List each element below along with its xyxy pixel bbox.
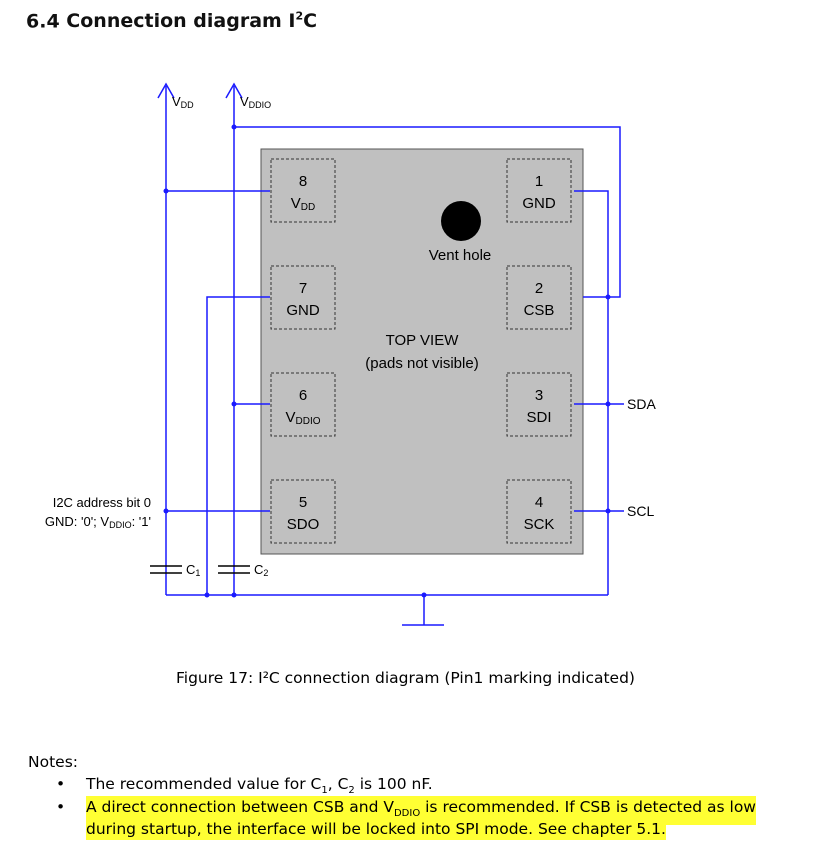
sda-label: SDA xyxy=(627,396,656,412)
pin-8-number: 8 xyxy=(299,173,307,190)
pin-5-number: 5 xyxy=(299,494,307,511)
pad-3 xyxy=(506,372,572,437)
pin-3-name: SDI xyxy=(526,409,551,426)
connection-diagram: Vent hole TOP VIEW (pads not visible) 8 … xyxy=(45,82,656,626)
pad-2 xyxy=(506,265,572,330)
pad-8 xyxy=(270,158,336,223)
pad-6 xyxy=(270,372,336,437)
note-1-sub-2: 2 xyxy=(348,785,355,797)
c1-label: C1 xyxy=(186,562,200,578)
pin-1-number: 1 xyxy=(535,173,543,190)
note-2-line-1-sub: DDIO xyxy=(393,808,421,820)
wiring xyxy=(150,82,624,626)
note-1-part-a: The recommended value for C xyxy=(86,775,322,793)
note-1-bullet: • xyxy=(56,775,66,793)
note-1-text: The recommended value for C1, C2 is 100 … xyxy=(86,773,433,802)
pin-8-name: VDD xyxy=(291,195,315,213)
junction-dots xyxy=(163,124,611,598)
section-heading: 6.4 Connection diagram I2C xyxy=(26,10,317,32)
pin-7-number: 7 xyxy=(299,280,307,297)
vent-hole-label: Vent hole xyxy=(429,247,492,264)
section-title-text: Connection diagram I xyxy=(66,10,296,33)
vddio-rail-label: VDDIO xyxy=(240,94,271,110)
pin-1-name: GND xyxy=(522,195,556,212)
top-view-label: TOP VIEW xyxy=(386,332,460,349)
note-2-line-1-a: A direct connection between CSB and V xyxy=(86,798,394,816)
address-note-line1: I2C address bit 0 xyxy=(53,495,151,510)
section-title: Connection diagram I2C xyxy=(66,10,317,32)
section-title-end: C xyxy=(303,10,318,33)
section-number: 6.4 xyxy=(26,10,60,33)
notes-title: Notes: xyxy=(28,753,78,771)
note-2-line-1-b: is recommended. If CSB is detected as lo… xyxy=(420,798,756,816)
pin-6-number: 6 xyxy=(299,387,307,404)
pads xyxy=(270,158,572,544)
scl-label: SCL xyxy=(627,503,654,519)
pin-7-name: GND xyxy=(286,302,320,319)
pads-note-label: (pads not visible) xyxy=(365,355,478,372)
note-1-part-c: is 100 nF. xyxy=(354,775,433,793)
pin-2-number: 2 xyxy=(535,280,543,297)
note-2-bullet: • xyxy=(56,798,66,816)
note-1-part-b: , C xyxy=(327,775,349,793)
pin-4-number: 4 xyxy=(535,494,543,511)
vdd-rail-label: VDD xyxy=(172,94,194,110)
c2-label: C2 xyxy=(254,562,268,578)
pad-1 xyxy=(506,158,572,223)
pad-7 xyxy=(270,265,336,330)
note-1-sub-1: 1 xyxy=(321,785,328,797)
section-title-sup: 2 xyxy=(295,10,304,23)
pin-2-name: CSB xyxy=(524,302,555,319)
address-note-line2: GND: '0'; VDDIO: '1' xyxy=(45,514,151,530)
pin-6-name: VDDIO xyxy=(285,409,320,427)
pin-5-name: SDO xyxy=(287,516,320,533)
vent-hole-mark xyxy=(441,201,481,241)
note-2-line-2: during startup, the interface will be lo… xyxy=(86,818,666,840)
pad-4 xyxy=(506,479,572,544)
pad-5 xyxy=(270,479,336,544)
pin-4-name: SCK xyxy=(524,516,555,533)
figure-caption: Figure 17: I²C connection diagram (Pin1 … xyxy=(176,669,635,687)
pin-3-number: 3 xyxy=(535,387,543,404)
